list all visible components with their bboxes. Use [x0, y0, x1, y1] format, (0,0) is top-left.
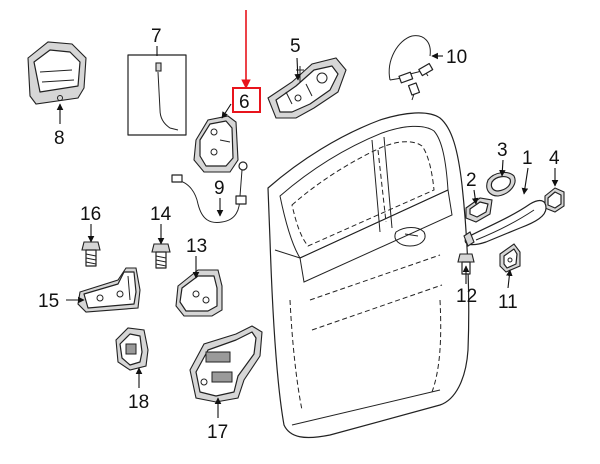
callout-labels: 1 2 3 4 5 6 7 8 9 10 11 12 13 14 15 16 1… [38, 26, 560, 443]
part-1-door-handle [463, 199, 547, 247]
leader-5 [294, 57, 302, 81]
callout-2: 2 [466, 170, 477, 191]
callout-1: 1 [522, 148, 533, 169]
part-5-lock-actuator [267, 57, 347, 119]
part-16-bolt [81, 241, 101, 267]
part-14-bolt [151, 243, 171, 269]
callout-7: 7 [151, 26, 162, 47]
leader-2 [471, 189, 479, 205]
callout-11: 11 [498, 292, 518, 313]
callout-14: 14 [150, 204, 172, 225]
part-4-cap [544, 187, 565, 213]
part-10-wire-harness [388, 35, 434, 101]
door-shell [267, 112, 470, 439]
callout-9: 9 [214, 178, 225, 199]
callout-6-highlight-box [232, 87, 261, 113]
leader-6 [221, 103, 232, 119]
callout-16: 16 [80, 204, 101, 225]
callout-8: 8 [54, 128, 65, 149]
callout-6: 6 [239, 92, 250, 113]
part-11-bracket [499, 243, 521, 273]
callout-17: 17 [207, 422, 228, 443]
part-18-bracket [115, 327, 149, 371]
callout-4: 4 [549, 148, 560, 169]
callout-18: 18 [128, 392, 149, 413]
callout-13: 13 [186, 236, 207, 257]
callout-10: 10 [446, 47, 467, 68]
part-15-hinge [77, 267, 141, 313]
leader-11 [506, 269, 513, 289]
callout-15: 15 [38, 291, 59, 312]
part-7-lock-rod [127, 54, 187, 136]
callout-3: 3 [497, 140, 508, 161]
part-9-cable [171, 161, 248, 223]
leader-1 [521, 167, 529, 195]
part-8-trim-pad [27, 41, 87, 105]
leader-lines [56, 10, 559, 418]
callout-12: 12 [456, 286, 477, 307]
part-3-handle-bezel [486, 171, 516, 197]
part-17-door-check [189, 325, 263, 403]
leader-3 [499, 159, 506, 177]
part-6-lock-cover [193, 115, 239, 173]
part-13-hinge [175, 269, 223, 317]
callout-5: 5 [290, 36, 301, 57]
part-2-gasket [465, 197, 493, 223]
